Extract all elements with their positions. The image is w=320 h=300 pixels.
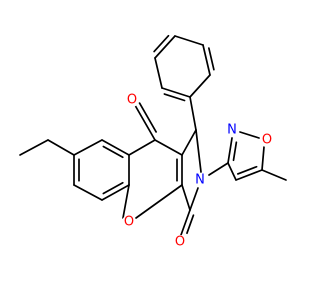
bond-lactam-n-c3: [189, 187, 199, 211]
atom-lactam-n: N: [193, 173, 207, 188]
bond-benzo-3: [73, 184, 103, 201]
atom-ketone-o: O: [125, 93, 139, 108]
bond-isox-c5-c4-inner: [236, 165, 258, 175]
bond-layer: [19, 34, 287, 236]
molecule-structure-diagram: O O O N N O: [19, 34, 287, 250]
atom-ring-o: O: [122, 215, 136, 230]
bond-phenyl-2: [202, 44, 211, 76]
bond-phenyl-attach: [189, 96, 197, 131]
bond-pyran-o-c8a: [122, 184, 130, 219]
atom-lactam-o: O: [173, 235, 187, 250]
bond-phenyl-1: [189, 74, 211, 98]
bond-pyran-c2-o: [135, 184, 183, 219]
bond-ketone-co: [131, 99, 156, 141]
bond-phenyl-6: [161, 87, 191, 98]
bond-phenyl-4-inner: [153, 34, 170, 53]
bond-lactam-c2-c3: [181, 184, 191, 211]
bond-lactam-co: [180, 209, 191, 236]
bond-phenyl-2-inner: [207, 47, 215, 71]
atom-label-ring-o: O: [124, 215, 134, 230]
bond-pyran-c4-c3: [154, 139, 183, 156]
bond-pyran-c4a-c4: [128, 139, 156, 156]
atom-isoxazole-n: N: [225, 123, 239, 138]
bond-ethyl-ch3: [19, 139, 49, 156]
atom-isoxazole-o: O: [260, 133, 274, 148]
atom-label-layer: O O O N N O: [122, 93, 274, 250]
atom-label-isoxazole-n: N: [227, 123, 237, 138]
bond-benzo-6: [101, 139, 130, 156]
bond-isox-attach: [208, 162, 229, 176]
bond-benzo-1: [73, 139, 103, 156]
bond-isox-c5-c4: [235, 169, 263, 181]
bond-phenyl-5: [154, 57, 163, 89]
bond-benzo-6-inner: [102, 145, 124, 159]
bond-isox-c3-n-inner: [232, 141, 238, 162]
bond-lactam-co-inner: [186, 214, 195, 235]
bond-phenyl-6-inner: [163, 93, 186, 102]
bond-ethyl-ch2: [47, 139, 75, 156]
bond-phenyl-4: [154, 35, 176, 59]
bond-isox-c3-n: [227, 137, 233, 164]
bond-benzo-4: [101, 184, 130, 201]
bond-ketone-co-inner: [138, 102, 157, 133]
bond-isox-c4-c3: [227, 162, 237, 181]
atom-label-ketone-o: O: [127, 93, 137, 108]
bond-lactam-c1-n: [195, 129, 202, 173]
bond-isox-o-c5: [261, 146, 265, 171]
bond-phenyl-3: [174, 35, 204, 46]
atom-label-lactam-o: O: [175, 235, 185, 250]
bond-benzo-4-inner: [102, 181, 124, 195]
atom-label-lactam-n: N: [195, 173, 205, 188]
bond-isox-n-o: [239, 131, 260, 139]
atom-label-isoxazole-o: O: [262, 133, 272, 148]
bond-isox-methyl: [261, 169, 287, 181]
bond-lactam-c3-c1: [181, 129, 197, 156]
